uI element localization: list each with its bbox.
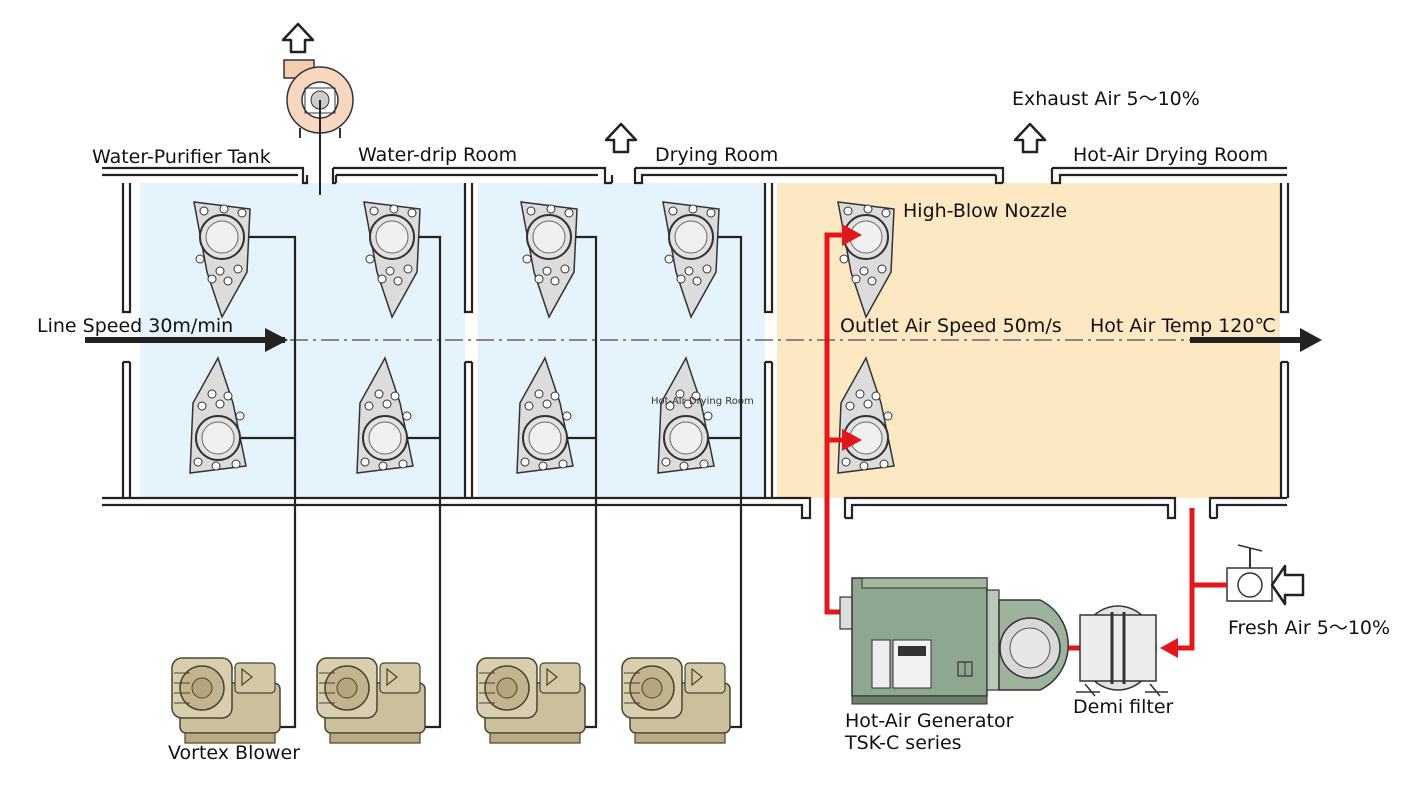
label-exhaust-air: Exhaust Air 5～10% (1012, 88, 1200, 110)
label-fresh-air: Fresh Air 5～10% (1228, 617, 1391, 639)
exhaust-arrow-icon (604, 122, 638, 154)
label-inline-note: Hot-Air Drying Room (651, 396, 754, 407)
line-speed-arrowhead (265, 328, 288, 352)
demi-filter-icon (1076, 605, 1168, 697)
hot-air-generator-icon (839, 577, 1069, 705)
label-water-drip-room: Water-drip Room (358, 144, 518, 166)
exhaust-fan-icon (283, 59, 354, 195)
label-outlet-air-speed: Outlet Air Speed 50m/s (840, 315, 1062, 337)
label-hot-air-generator: Hot-Air Generator (845, 710, 1014, 732)
fresh-air-inlet-icon (1193, 544, 1305, 606)
upper-partitions (121, 183, 1290, 314)
label-drying-room: Drying Room (655, 144, 779, 166)
lower-partitions (121, 360, 1290, 498)
label-high-blow-nozzle: High-Blow Nozzle (903, 200, 1068, 222)
label-vortex-blower: Vortex Blower (168, 742, 301, 764)
label-demi-filter: Demi filter (1073, 696, 1174, 718)
bottom-wall (102, 496, 1287, 520)
label-hot-air-drying-room: Hot-Air Drying Room (1073, 144, 1269, 166)
vortex-blower-icon (316, 657, 426, 744)
exhaust-arrow-icon (1013, 122, 1047, 154)
vortex-blower-icon (621, 657, 731, 744)
vortex-blower-icon (171, 657, 281, 744)
vortex-blower-icon (476, 657, 586, 744)
top-wall (102, 166, 1287, 185)
label-hot-air-temp: Hot Air Temp 120℃ (1090, 315, 1276, 337)
exhaust-arrow-icon (281, 22, 315, 54)
vortex-blowers (171, 657, 731, 744)
label-generator-series: TSK-C series (845, 732, 962, 754)
outlet-arrowhead (1300, 328, 1322, 352)
label-water-purifier-tank: Water-Purifier Tank (92, 146, 271, 168)
label-line-speed: Line Speed 30m/min (37, 315, 234, 337)
